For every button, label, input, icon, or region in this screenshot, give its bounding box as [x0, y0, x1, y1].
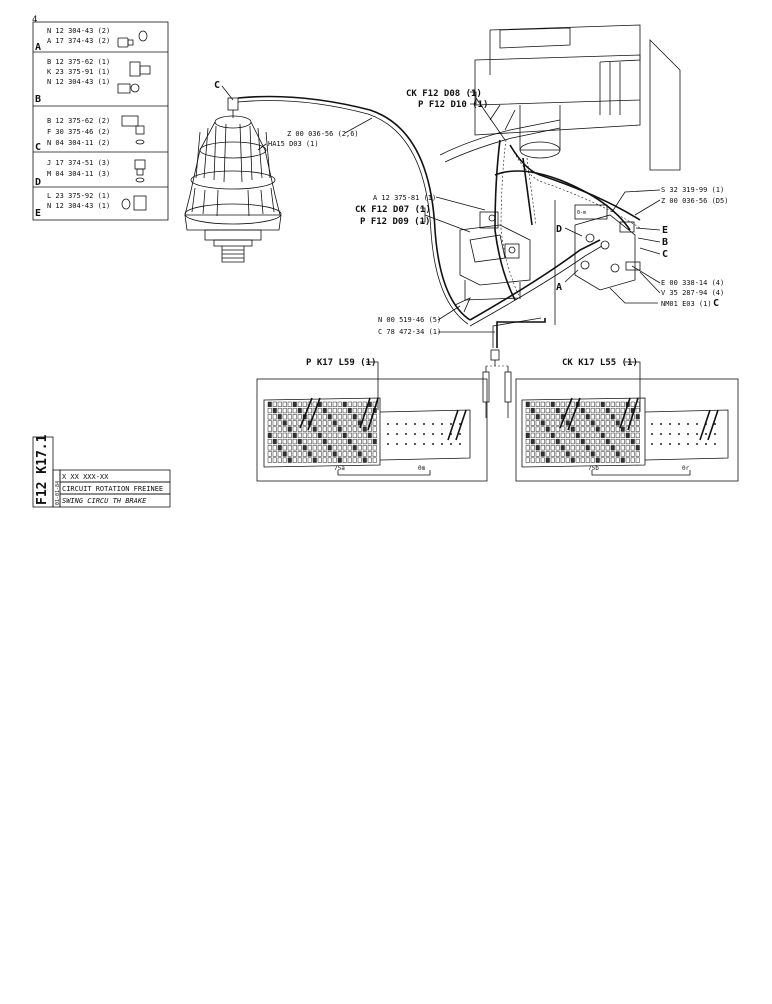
callout-e-00-338-14: E 00 338-14 (4) [661, 279, 724, 287]
legend-item: L 23 375-92 (1) [47, 192, 110, 200]
elbow-fitting-icon [117, 61, 151, 94]
title-english: SWING CIRCU TH BRAKE [62, 497, 147, 505]
legend-item: J 17 374-51 (3) [47, 159, 110, 167]
callout-ck-f12-d08: CK F12 D08 (1) [406, 89, 482, 99]
legend-letter-b: B [35, 94, 41, 105]
return-hose [469, 239, 601, 321]
callout-n-00-519-46: N 00 519-46 (5) [378, 316, 441, 324]
legend-item: M 04 304-11 (3) [47, 170, 110, 178]
callout-ck-k17-l55: CK K17 L55 (1) [562, 358, 638, 368]
page-number: 4 [32, 15, 37, 25]
pressure-hose [237, 95, 471, 321]
panel-label-75a: 75a [334, 465, 345, 472]
braided-hose-right [509, 144, 641, 221]
callout-c-left: C [214, 80, 220, 91]
title-block: F12 K17.1 01-01-84 X XX XXX-XX CIRCUIT R… [32, 434, 171, 508]
control-panel-right: 75b 0r [515, 378, 739, 482]
nipple-fitting-icon [121, 195, 147, 211]
legend-item: B 12 375-62 (2) [47, 117, 110, 125]
plug-icon [117, 30, 148, 48]
braided-hose-left [494, 139, 516, 301]
hose-part-ref: Z 00 036-56 (2,6) [287, 130, 359, 138]
legend-letter-e: E [35, 208, 41, 219]
callout-p-k17-l59: P K17 L59 (1) [306, 358, 376, 368]
legend-letter-c: C [35, 142, 41, 153]
pipe-end-right [504, 371, 512, 403]
panel-label-0m: 0m [418, 465, 426, 472]
machine-frame-drawing [439, 24, 681, 171]
callout-nm01-letter: C [713, 298, 719, 309]
callout-p-f12-d10: P F12 D10 (1) [418, 100, 488, 110]
title-french: CIRCUIT ROTATION FREINEE [62, 485, 163, 493]
legend-item: N 12 304-43 (1) [47, 78, 110, 86]
manifold-letter-d: D [556, 224, 562, 235]
panel-label-0r: 0r [682, 465, 690, 472]
legend-letter-a: A [35, 42, 41, 53]
callout-s-32-319-99: S 32 319-99 (1) [661, 186, 724, 194]
tee-fitting-icon [121, 115, 145, 145]
legend-letter-d: D [35, 177, 41, 188]
callout-p-f12-d09: P F12 D09 (1) [360, 217, 430, 227]
callout-a-12-375-81: A 12 375-81 (1) [373, 194, 436, 202]
callout-c-78-472-34: C 78 472-34 (1) [378, 328, 441, 336]
manifold-letter-e: E [662, 225, 668, 236]
control-pipe [496, 318, 546, 348]
plug-bolt-icon [134, 159, 146, 183]
pipe-end-left [482, 371, 490, 403]
callout-nm01-e03: NM01 E03 (1) [661, 300, 712, 308]
manifold-letter-b: B [662, 237, 668, 248]
drawing-date: 01-01-84 [55, 481, 61, 505]
callout-v-35-287-94: V 35 287-94 (4) [661, 289, 724, 297]
legend-item: F 30 375-46 (2) [47, 128, 110, 136]
legend-item: N 12 304-43 (2) [47, 27, 110, 35]
legend-item: K 23 375-91 (1) [47, 68, 110, 76]
legend-item: A 17 374-43 (2) [47, 37, 110, 45]
panel-label-75b: 75b [588, 465, 599, 472]
motor-part-ref: HA15 D03 (1) [268, 140, 319, 148]
callout-ck-f12-d07: CK F12 D07 (1) [355, 205, 431, 215]
control-panel-left: 75a 0m [256, 378, 488, 482]
manifold-letter-a: A [556, 282, 562, 293]
legend-item: N 04 304-11 (2) [47, 139, 110, 147]
swing-motor-drawing: C HA15 D03 (1) [184, 80, 319, 263]
callout-z-00-036-56-d5: Z 00 036-56 (D5) [661, 197, 728, 205]
legend-item: B 12 375-62 (1) [47, 58, 110, 66]
gauge-label: 0-m [577, 210, 586, 216]
manifold-block: 0-m [554, 200, 641, 325]
manifold-letter-c: C [662, 249, 668, 260]
reference-number: X XX XXX-XX [62, 473, 109, 481]
drawing-code: F12 K17.1 [35, 434, 50, 505]
legend-item: N 12 304-43 (1) [47, 202, 110, 210]
legend-table: A N 12 304-43 (2) A 17 374-43 (2) B B 12… [32, 21, 169, 221]
